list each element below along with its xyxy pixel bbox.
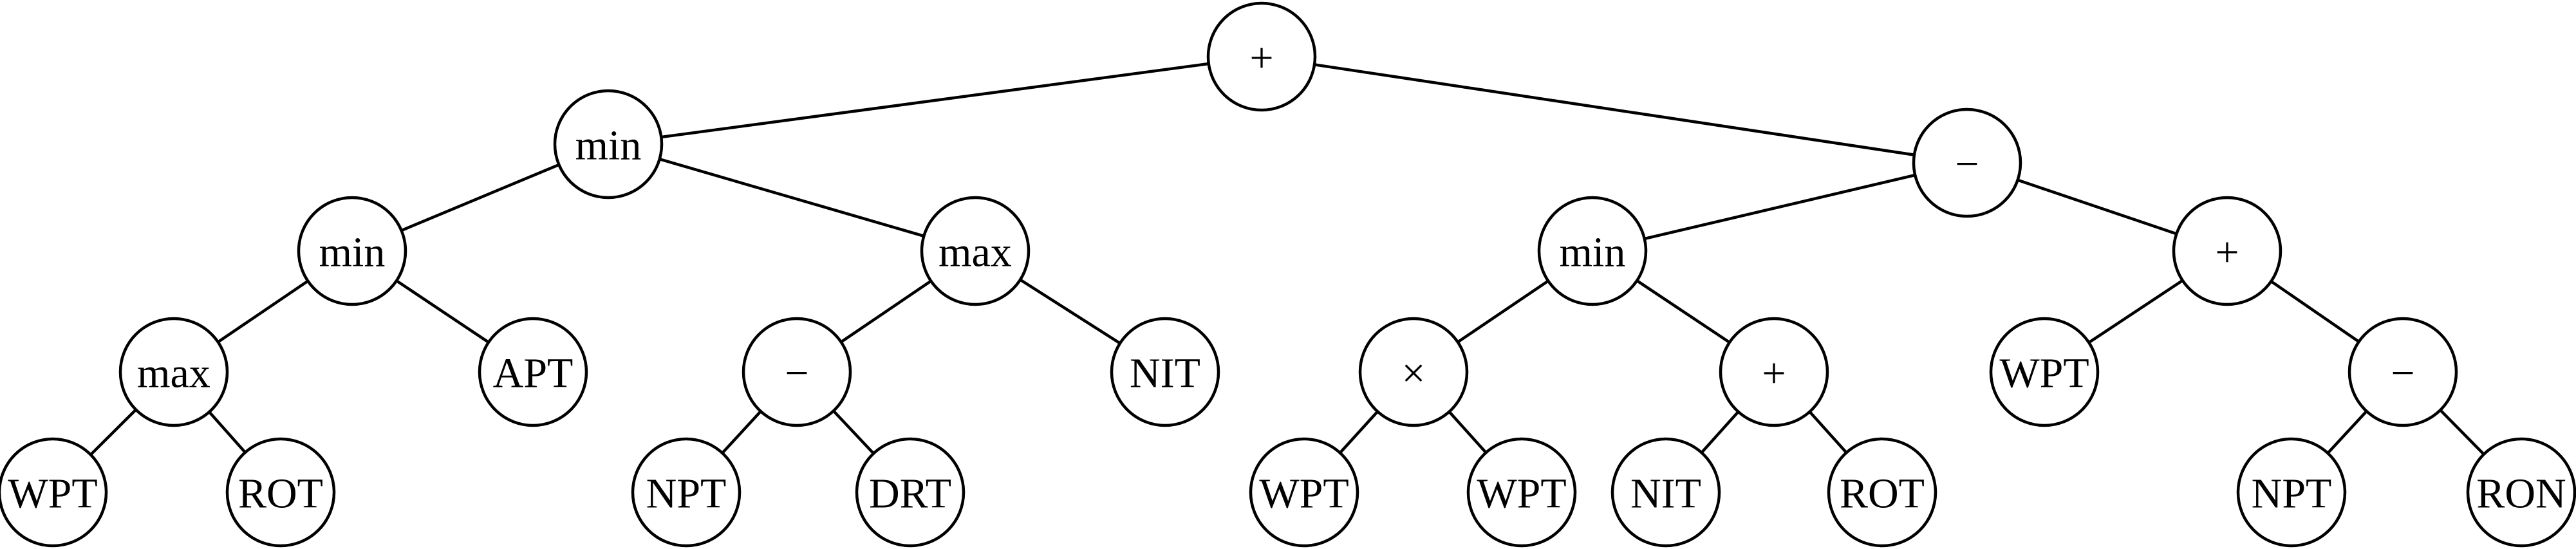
tree-edge-n1-n3 [1261,55,1968,165]
node-circle [1537,196,1648,306]
node-label: NPT [646,470,727,517]
tree-node-n22: NIT [1610,437,1721,548]
node-circle [553,89,664,200]
tree-node-n16: WPT [0,437,108,548]
node-circle [1989,317,2100,427]
node-label: ROT [1840,470,1925,517]
node-label: WPT [8,470,97,517]
tree-node-n9: APT [478,317,588,427]
tree-node-n15: − [2347,317,2458,427]
tree-node-n10: − [742,317,852,427]
tree-node-n7: + [2172,196,2282,306]
tree-node-n20: WPT [1249,437,1359,548]
node-label: WPT [1999,350,2089,397]
node-circle [1358,317,1469,427]
tree-node-n11: NIT [1110,317,1220,427]
node-label: RON [2476,470,2566,517]
tree-edge-n1-n2 [608,55,1262,146]
node-label: min [1560,229,1626,276]
tree-node-n2: min [553,89,664,200]
node-label: + [2215,229,2239,276]
node-circle [631,437,742,548]
tree-node-n17: ROT [225,437,336,548]
tree-edge-n3-n6 [1592,161,1968,253]
node-label: × [1401,350,1425,397]
tree-node-n14: WPT [1989,317,2100,427]
tree-node-n18: NPT [631,437,742,548]
edges-layer [51,55,2523,494]
node-label: + [1249,35,1273,82]
node-label: WPT [1477,470,1566,517]
tree-node-n24: NPT [2236,437,2347,548]
node-label: APT [493,350,574,397]
tree-node-n5: max [920,196,1031,306]
tree-node-n19: DRT [855,437,966,548]
node-circle [855,437,966,548]
node-circle [1110,317,1220,427]
tree-node-n21: WPT [1466,437,1577,548]
node-circle [297,196,407,306]
node-label: NIT [1630,470,1701,517]
node-circle [1466,437,1577,548]
node-label: WPT [1259,470,1349,517]
node-label: + [1762,350,1786,397]
node-circle [478,317,588,427]
node-label: max [137,350,210,397]
tree-node-n12: × [1358,317,1469,427]
tree-node-n6: min [1537,196,1648,306]
node-label: DRT [869,470,951,517]
tree-edge-n2-n5 [608,142,976,253]
tree-node-n3: − [1912,107,2022,218]
node-label: − [785,350,808,397]
node-label: − [1955,141,1979,188]
node-circle [118,317,229,427]
node-label: max [938,229,1012,276]
node-circle [0,437,108,548]
tree-node-n23: ROT [1827,437,1937,548]
node-circle [2172,196,2282,306]
node-circle [920,196,1031,306]
tree-node-n1: + [1206,1,1317,112]
node-circle [2236,437,2347,548]
node-circle [1719,317,1829,427]
tree-node-n8: max [118,317,229,427]
node-circle [1912,107,2022,218]
tree-node-n13: + [1719,317,1829,427]
tree-node-n4: min [297,196,407,306]
tree-node-n25: RON [2466,437,2576,548]
node-circle [1249,437,1359,548]
node-circle [2347,317,2458,427]
node-circle [225,437,336,548]
node-label: NIT [1130,350,1200,397]
node-label: min [319,229,386,276]
node-circle [1206,1,1317,112]
node-label: − [2391,350,2414,397]
node-label: NPT [2252,470,2332,517]
node-circle [2466,437,2576,548]
node-label: ROT [238,470,323,517]
node-circle [742,317,852,427]
node-label: min [575,122,642,169]
node-circle [1827,437,1937,548]
node-circle [1610,437,1721,548]
